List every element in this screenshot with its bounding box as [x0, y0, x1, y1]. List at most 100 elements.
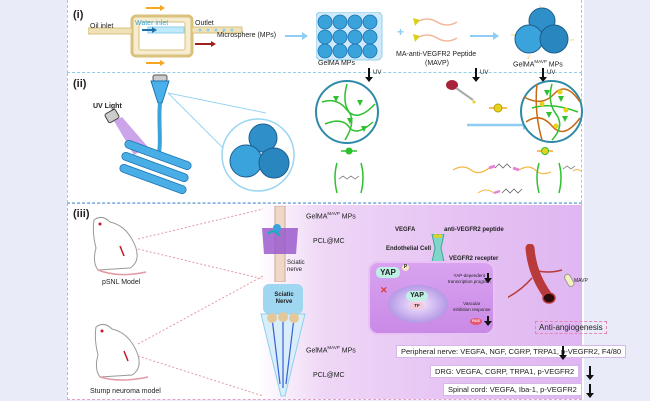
gelma-microspheres: [317, 14, 378, 59]
panel-ii-label: (ii): [73, 78, 87, 90]
sciatic-nerve-cap-label: Sciatic Nerve: [274, 292, 294, 305]
peptide-strand-bottom: [416, 34, 458, 42]
gelma-mps-label: GelMA MPs: [318, 60, 355, 67]
spinal-down-arrow: [586, 384, 594, 398]
vegfr2-receptor-icon: [431, 234, 445, 263]
marker-drg: DRG: VEGFA, CGRP, TRPA1, p-VEGFR2: [430, 365, 580, 378]
rat-eye-2: [100, 329, 104, 333]
guide-psnl-bottom: [137, 248, 264, 280]
mavp-peptide-image: [413, 18, 458, 42]
water-inlet-arrow-head: [152, 27, 157, 33]
droplet: [472, 100, 476, 104]
gelma-network-circle: [315, 80, 379, 144]
oil-inlet-channel: [88, 27, 133, 35]
rat-tail: [97, 269, 147, 276]
crosslinked-molecule: [536, 147, 582, 194]
microsphere-label: Microsphere (MPs): [217, 32, 277, 39]
tf-badge: TF: [410, 302, 424, 309]
conduit-cap: [263, 284, 303, 314]
program-down-arrow: [484, 273, 492, 283]
zoom-microsphere-left: [229, 144, 263, 178]
psnl-nerve-wrap: [262, 206, 298, 282]
rat-incision: [119, 245, 125, 257]
gelma-mavp-mps-image: [511, 5, 574, 59]
gelma-molecule: [334, 147, 364, 194]
rat-psnl-illustration: [92, 216, 147, 276]
crosslinked-network: [523, 83, 581, 141]
peptide-chain-bottom: [478, 188, 523, 195]
pcl-mc-wrap: [262, 228, 298, 254]
mavp-label: MAVP: [574, 278, 588, 284]
orange-arrow-bottom-head: [160, 60, 165, 66]
phosphate-badge: P: [402, 264, 409, 271]
drg-down-arrow: [586, 366, 594, 380]
microfluidic-chip-diagram: [88, 5, 243, 66]
plus-sign: +: [397, 25, 405, 39]
rat-body: [92, 216, 138, 271]
stump-conduit: [260, 284, 306, 397]
vessel-branch-2: [508, 277, 533, 299]
peripheral-down-arrow: [559, 346, 567, 360]
uv-arrow-3: [539, 68, 547, 82]
stump-model-label: Stump neuroma model: [90, 388, 161, 395]
peptide-head-top: [413, 18, 420, 26]
ros-badge: ROS: [470, 318, 482, 325]
zoom-microsphere-top: [248, 123, 278, 153]
wrap-suture: [267, 230, 281, 237]
syringe-nozzle: [150, 80, 170, 104]
gelma-mps-image: [316, 12, 383, 61]
panel-iii-label: (iii): [73, 208, 90, 220]
droplets: [198, 28, 234, 32]
peptide-strand-top: [416, 18, 458, 26]
syringe-cap: [152, 74, 168, 82]
vessel-branch-1: [533, 269, 563, 273]
uv-label-2: UV: [480, 70, 489, 76]
stump-gelma-label: GelMAMAVP MPs: [306, 345, 356, 355]
oil-inlet-label: Oil inlet: [90, 23, 114, 30]
guide-psnl-top: [137, 208, 264, 240]
gelma-mavp-mps-label: GelMAMAVP MPs: [513, 59, 563, 69]
zoom-line-bottom: [167, 92, 229, 154]
uv-lamp-icon: [104, 108, 120, 124]
yap-phospho: YAP: [376, 267, 400, 278]
microsphere-right: [539, 24, 569, 54]
marker-peripheral-nerve: Peripheral nerve: VEGFA, NGF, CGRP, TRPA…: [396, 345, 627, 358]
red-outlet-arrow-head: [211, 41, 216, 47]
wrap-microsphere: [273, 224, 281, 232]
panel-i-label: (i): [73, 9, 84, 21]
rat-stump-illustration: [94, 323, 149, 381]
conduit-fascicles: [267, 312, 299, 323]
graphical-abstract: (i) Oil inlet Water inlet Outlet Microsp…: [67, 0, 627, 400]
uv-arrow-2: [472, 68, 480, 82]
microsphere-left: [514, 24, 544, 54]
printed-scaffold: [119, 139, 192, 195]
sciatic-nerve-label: Sciatic nerve: [287, 260, 305, 273]
water-inlet-label: Water inlet: [135, 20, 169, 27]
peptide-head-bottom: [413, 34, 420, 42]
mavp-capsule-icon: [564, 273, 575, 287]
vegfr2-receptor-label: VEGFR2 recepter: [449, 256, 499, 262]
gelma-network: [321, 83, 376, 141]
psnl-model-label: pSNL Model: [102, 279, 141, 286]
conduit-fibers: [271, 317, 295, 388]
pipette-bulb: [446, 80, 458, 90]
ros-down-arrow: [484, 316, 492, 326]
guide-stump-bottom: [137, 355, 264, 397]
outlet-label: Outlet: [195, 20, 214, 27]
rat-tail-2: [99, 376, 149, 381]
stump-pcl-label: PCL@MC: [313, 372, 345, 379]
marker-spinal-cord: Spinal cord: VEGFA, Iba-1, p-VEGFR2: [443, 383, 582, 396]
peptide-structure: [453, 163, 552, 175]
zoom-guides: [137, 208, 264, 397]
blocked-x-icon: ✕: [380, 285, 388, 295]
orange-arrow-top-head: [160, 5, 165, 11]
rat-incision-2: [123, 350, 129, 362]
printing-scene: [104, 74, 295, 195]
extruded-filament: [156, 102, 162, 158]
psnl-gelma-label: GelMAMAVP MPs: [306, 211, 356, 221]
anti-vegfr2-label: anti-VEGFR2 peptide: [444, 227, 504, 233]
arrow-to-gelma: [285, 32, 308, 40]
psnl-pcl-label: PCL@MC: [313, 238, 345, 245]
